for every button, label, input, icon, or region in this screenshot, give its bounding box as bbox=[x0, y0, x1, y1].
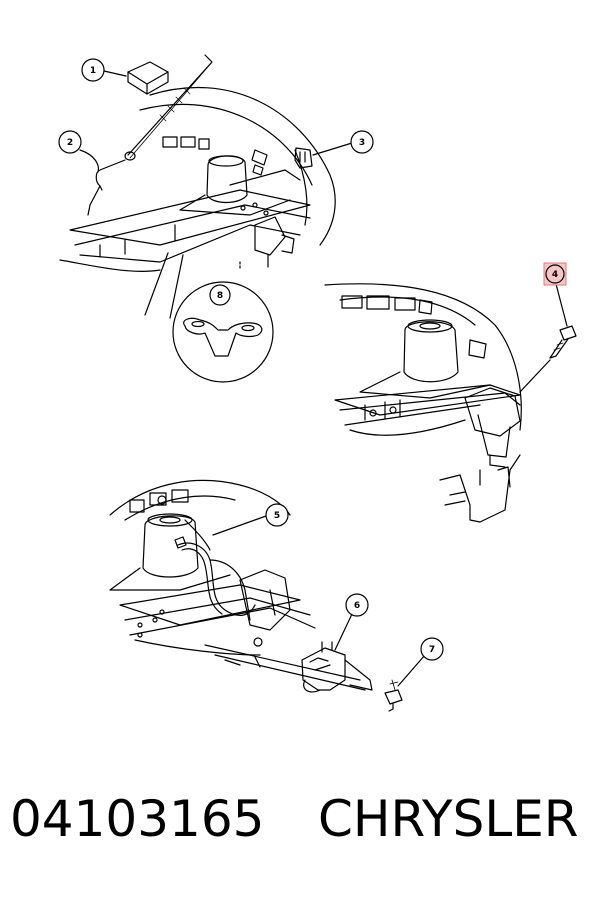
svg-text:2: 2 bbox=[67, 138, 73, 148]
callout-8: 8 bbox=[209, 284, 231, 306]
svg-text:5: 5 bbox=[274, 511, 280, 521]
footer: 04103165 CHRYSLER bbox=[0, 790, 600, 870]
svg-text:1: 1 bbox=[90, 66, 96, 76]
svg-text:7: 7 bbox=[429, 645, 435, 655]
brand-name: CHRYSLER bbox=[318, 790, 579, 848]
parts-diagram: 1 2 3 4 5 6 7 8 bbox=[58, 54, 577, 712]
lower-assembly bbox=[109, 479, 426, 712]
right-assembly bbox=[324, 283, 577, 523]
callout-4-highlighted: 4 bbox=[543, 262, 567, 286]
callout-7: 7 bbox=[420, 637, 444, 661]
svg-text:3: 3 bbox=[359, 138, 365, 148]
callout-1: 1 bbox=[81, 58, 105, 82]
svg-text:8: 8 bbox=[217, 291, 223, 301]
svg-text:6: 6 bbox=[354, 601, 360, 611]
callout-2: 2 bbox=[58, 130, 82, 154]
svg-text:4: 4 bbox=[552, 270, 558, 280]
part-number: 04103165 bbox=[10, 790, 265, 848]
callout-3: 3 bbox=[350, 130, 374, 154]
callout-5: 5 bbox=[265, 503, 289, 527]
callout-6: 6 bbox=[345, 593, 369, 617]
top-left-assembly bbox=[59, 54, 353, 383]
